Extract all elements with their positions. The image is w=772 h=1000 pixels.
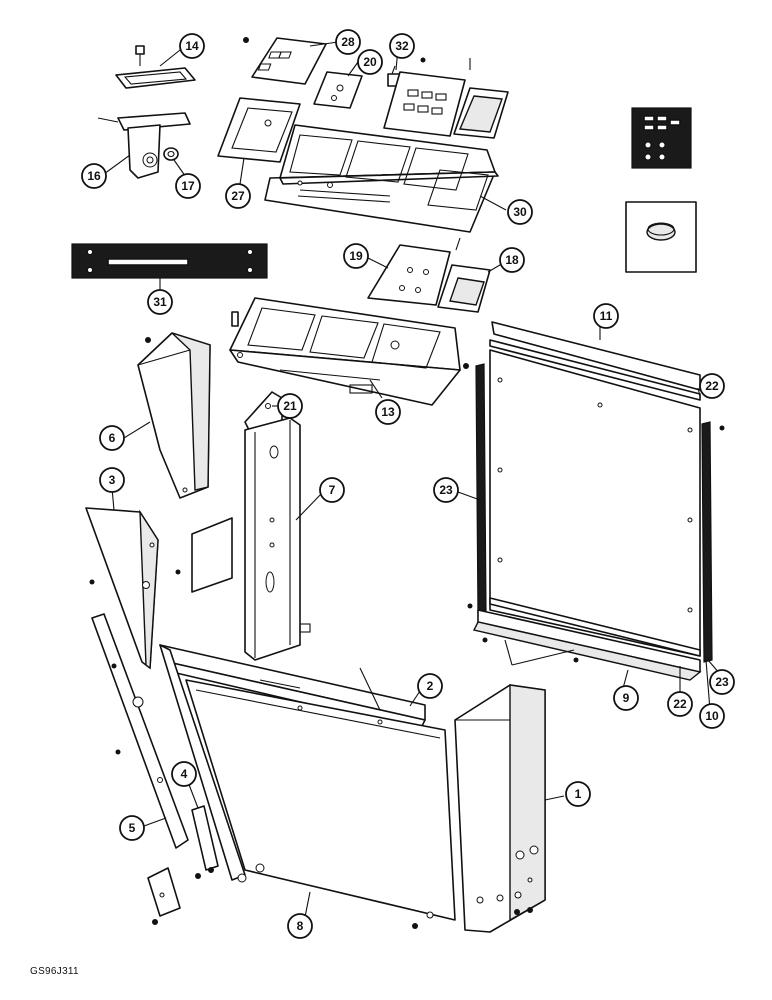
svg-text:31: 31 [153, 295, 167, 309]
callout-11: 11 [593, 303, 619, 329]
part-3-side-panel [85, 507, 159, 670]
switch-panel-plate [383, 58, 471, 137]
svg-text:17: 17 [181, 179, 195, 193]
callout-22-lower: 22 [667, 691, 693, 717]
svg-text:1: 1 [575, 787, 582, 801]
callout-6: 6 [99, 425, 125, 451]
part-14-tray [115, 45, 196, 89]
angle-bracket [147, 867, 181, 925]
callout-22-upper: 22 [699, 373, 725, 399]
callout-27: 27 [225, 183, 251, 209]
part-23-left-seal [475, 363, 487, 615]
callout-31: 31 [147, 289, 173, 315]
part-23-right-seal [701, 421, 713, 663]
svg-text:20: 20 [363, 55, 377, 69]
svg-text:19: 19 [349, 249, 363, 263]
svg-text:3: 3 [109, 473, 116, 487]
svg-text:5: 5 [129, 821, 136, 835]
part-7-vertical-post [244, 417, 311, 661]
svg-text:23: 23 [439, 483, 453, 497]
svg-text:4: 4 [181, 767, 188, 781]
part-6-side-shroud [137, 332, 211, 499]
svg-text:14: 14 [185, 39, 199, 53]
callout-7: 7 [319, 477, 345, 503]
callout-13: 13 [375, 399, 401, 425]
callout-18: 18 [499, 247, 525, 273]
callout-16: 16 [81, 163, 107, 189]
callout-32: 32 [389, 33, 415, 59]
part-1-right-tower [454, 684, 546, 933]
part-8-lower-panel [185, 679, 456, 929]
callout-2: 2 [417, 673, 443, 699]
svg-text:28: 28 [341, 35, 355, 49]
svg-text:2: 2 [427, 679, 434, 693]
mounting-plate [175, 517, 233, 593]
svg-text:21: 21 [283, 399, 297, 413]
svg-text:11: 11 [600, 309, 613, 323]
callout-10: 10 [699, 703, 725, 729]
callout-17: 17 [175, 173, 201, 199]
callout-3: 3 [99, 467, 125, 493]
svg-text:22: 22 [705, 379, 719, 393]
svg-text:8: 8 [297, 919, 304, 933]
svg-text:23: 23 [715, 675, 729, 689]
callout-5: 5 [119, 815, 145, 841]
svg-text:30: 30 [513, 205, 527, 219]
callout-1: 1 [565, 781, 591, 807]
figure-reference-code: GS96J311 [30, 966, 79, 977]
svg-text:6: 6 [109, 431, 116, 445]
part-16-bracket [97, 112, 191, 179]
svg-text:9: 9 [623, 691, 630, 705]
svg-text:13: 13 [381, 405, 395, 419]
svg-text:22: 22 [673, 697, 687, 711]
part-22-upper-seal [489, 339, 701, 401]
callout-20: 20 [357, 49, 383, 75]
part-20-bracket-plate [313, 71, 363, 109]
callout-21: 21 [277, 393, 303, 419]
part-22-lower-seal [489, 597, 701, 657]
callout-30: 30 [507, 199, 533, 225]
part-31-strip [71, 243, 268, 279]
part-9-bottom-rail [467, 603, 702, 681]
part-30-upper-console [264, 124, 499, 233]
callout-4: 4 [171, 761, 197, 787]
part-18-bracket [437, 264, 491, 313]
cover-plate [453, 87, 509, 139]
part-19-plate [367, 237, 461, 306]
callout-19: 19 [343, 243, 369, 269]
callout-28: 28 [335, 29, 361, 55]
callout-14: 14 [179, 33, 205, 59]
svg-text:10: 10 [705, 709, 719, 723]
callout-23-right: 23 [709, 669, 735, 695]
part-5-diagonal-member [91, 613, 189, 849]
svg-text:7: 7 [329, 483, 336, 497]
callout-9: 9 [613, 685, 639, 711]
part-28-plate [243, 37, 327, 85]
part-13-lower-console [229, 297, 469, 406]
callout-23-left: 23 [433, 477, 459, 503]
callout-8: 8 [287, 913, 313, 939]
svg-text:32: 32 [395, 39, 409, 53]
part-17-knob [163, 147, 179, 161]
svg-text:16: 16 [87, 169, 101, 183]
control-decal [631, 107, 692, 169]
part-27-frame [217, 97, 301, 163]
svg-text:27: 27 [231, 189, 245, 203]
svg-text:18: 18 [505, 253, 519, 267]
cap-plate [625, 201, 697, 273]
part-4-narrow-strip [191, 805, 219, 879]
